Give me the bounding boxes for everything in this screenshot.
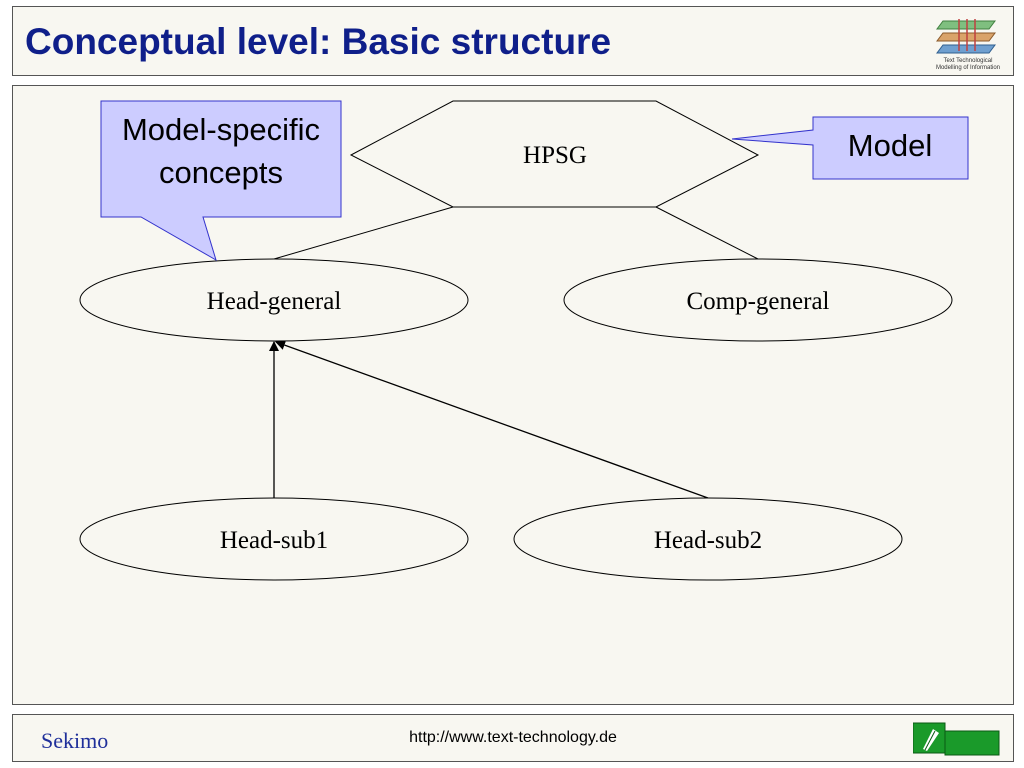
footer-url[interactable]: http://www.text-technology.de <box>409 729 617 746</box>
layers-logo-icon <box>936 19 996 54</box>
model-callout: Model <box>731 116 969 180</box>
hpsg-label: HPSG <box>523 142 587 169</box>
content-panel: HPSG Head-general Comp-general Head-sub1… <box>12 85 1014 705</box>
model-specific-label-line2: concepts <box>159 155 283 190</box>
model-specific-label-line1: Model-specific <box>122 112 320 147</box>
head-sub2-node: Head-sub2 <box>513 497 903 581</box>
head-general-label: Head-general <box>207 288 342 315</box>
footer-sekimo: Sekimo <box>41 728 109 753</box>
slide-title: Conceptual level: Basic structure <box>25 21 612 62</box>
hpsg-node: HPSG <box>349 100 760 208</box>
footer-logo-icon <box>912 719 1001 757</box>
hierarchy-diagram: HPSG Head-general Comp-general Head-sub1… <box>79 100 969 581</box>
logo-text-line2: Modelling of Information <box>935 65 1001 71</box>
text-technology-logo: Text Technological Modelling of Informat… <box>933 15 1003 75</box>
model-specific-callout: Model-specific concepts <box>100 100 342 262</box>
footer-bar: Sekimo http://www.text-technology.de <box>12 714 1014 762</box>
comp-general-node: Comp-general <box>563 258 953 342</box>
head-general-node: Head-general <box>79 258 469 342</box>
logo-text-line1: Text Technological <box>943 58 993 64</box>
model-label: Model <box>848 128 932 163</box>
head-sub1-node: Head-sub1 <box>79 497 469 581</box>
head-sub2-label: Head-sub2 <box>654 527 762 554</box>
head-sub1-label: Head-sub1 <box>220 527 328 554</box>
arrow-head-sub2-to-head-general <box>275 340 709 499</box>
edge-hpsg-comp-general <box>655 206 759 260</box>
title-bar: Conceptual level: Basic structure Text T… <box>12 6 1014 76</box>
comp-general-label: Comp-general <box>686 288 829 315</box>
edge-hpsg-head-general <box>273 206 454 260</box>
